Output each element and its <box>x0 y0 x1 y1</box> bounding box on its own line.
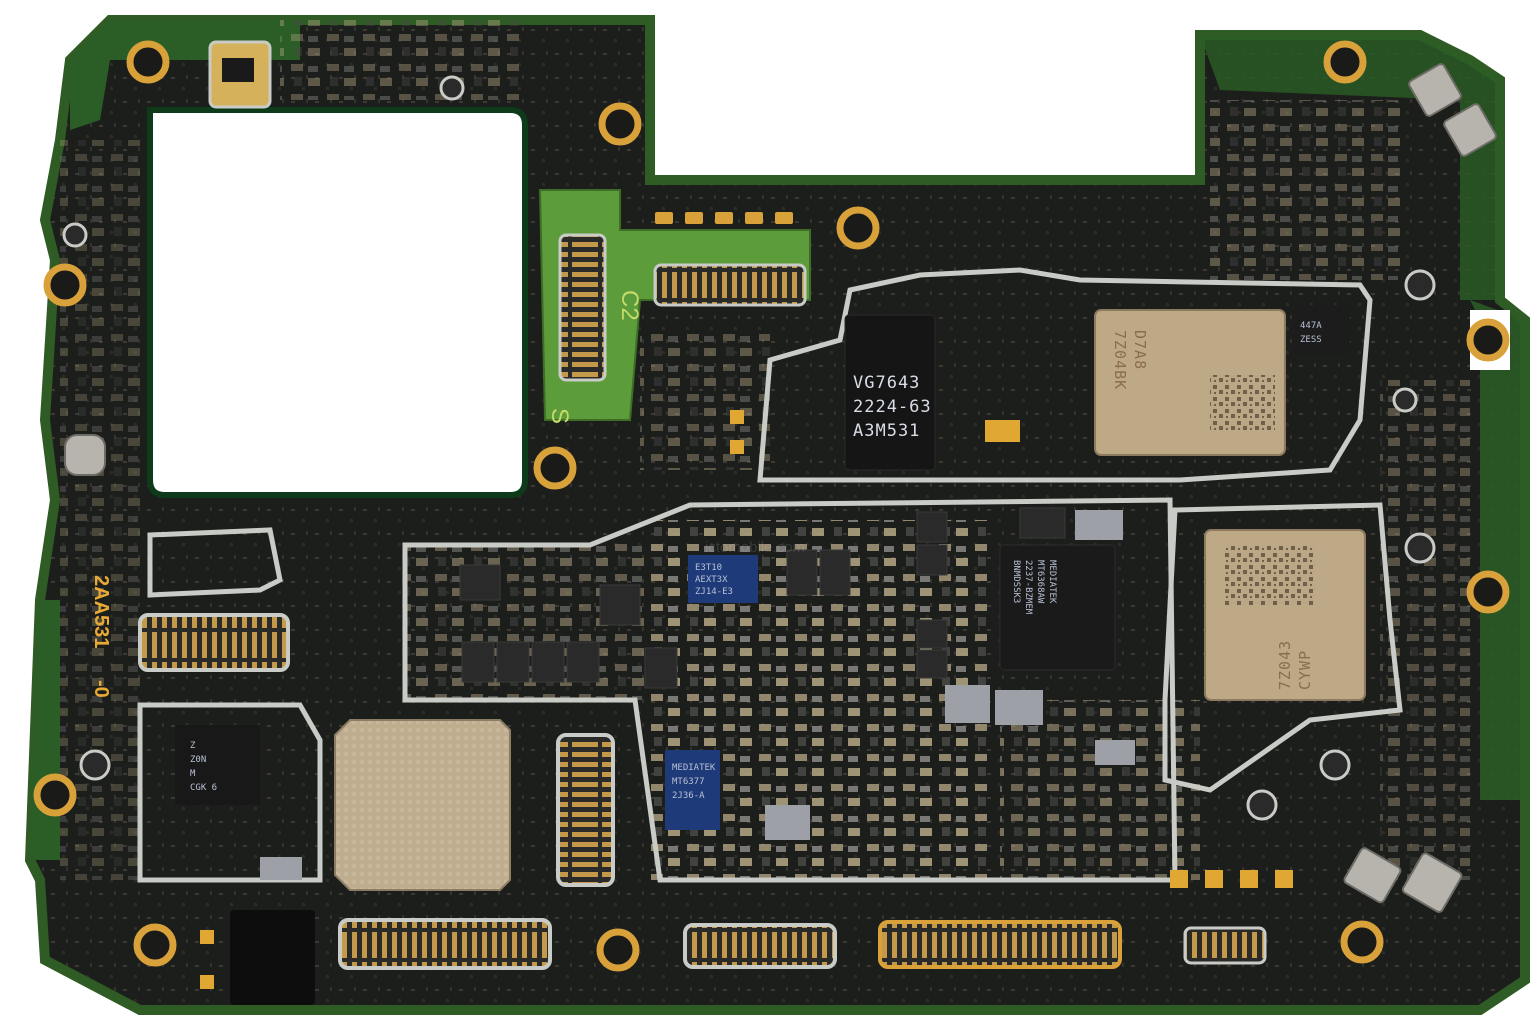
memory-chip-line-2: 2224-63 <box>853 397 932 417</box>
small-chip-right: 447A ZESS <box>1295 305 1350 355</box>
blue-center-line-2: AEXT3X <box>695 575 728 585</box>
mounting-hole <box>598 102 642 146</box>
mounting-hole <box>1323 40 1367 84</box>
soc-top-line-1: 7Z04BK <box>1111 330 1129 390</box>
gold-pad-row <box>655 212 793 224</box>
rf-connector <box>62 222 88 248</box>
board-code: 2AA531 <box>90 575 112 648</box>
soc-top-shield: 7Z04BK D7A8 <box>1094 309 1286 456</box>
mounting-hole <box>836 206 880 250</box>
shield-can-left <box>334 719 511 891</box>
rf-connector <box>1246 789 1278 821</box>
mounting-hole <box>596 928 640 972</box>
mounting-hole <box>533 446 577 490</box>
bottom-connectors <box>138 613 1267 970</box>
left-pmic-line-4: CGK 6 <box>190 783 217 793</box>
mounting-hole <box>126 40 170 84</box>
rf-connector <box>439 75 465 101</box>
board-revision: -0 <box>90 680 112 698</box>
mounting-hole <box>33 773 77 817</box>
blue-center-line-1: E3T10 <box>695 563 722 573</box>
center-vertical-connector[interactable] <box>556 733 615 887</box>
black-foam-pad <box>230 910 315 1005</box>
rf-connector <box>79 749 111 781</box>
soc-right-shield: 7Z043 CYWP <box>1204 529 1366 701</box>
mounting-hole <box>43 263 87 307</box>
mounting-hole <box>1466 318 1510 362</box>
pmic-line-3: 2237-BZMEM <box>1023 560 1033 615</box>
left-pmic-chip: Z Z0N M CGK 6 <box>175 725 260 805</box>
rf-connector <box>1392 387 1418 413</box>
bottom-connector-3[interactable] <box>878 920 1122 969</box>
rf-connectors <box>62 75 1436 821</box>
blue-center-line-3: ZJ14-E3 <box>695 587 733 597</box>
blue-lower-line-2: MT6377 <box>672 777 705 787</box>
mounting-holes <box>33 40 1510 972</box>
flex-connector-vertical[interactable] <box>558 233 607 382</box>
watermark: ictomobile.com <box>705 539 805 556</box>
mounting-hole <box>1340 920 1384 964</box>
pmic-line-1: MEDIATEK <box>1047 560 1057 604</box>
memory-chip: VG7643 2224-63 A3M531 <box>844 314 936 471</box>
blue-chip-lower: MEDIATEK MT6377 2J36-A <box>665 750 720 830</box>
mounting-hole <box>133 923 177 967</box>
rf-connector <box>1404 269 1436 301</box>
grey-blocks <box>260 510 1135 880</box>
small-chip-line-1: 447A <box>1300 321 1322 331</box>
pmic-line-2: MT6368AW <box>1035 560 1045 604</box>
left-pmic-line-2: Z0N <box>190 755 206 765</box>
soc-right-line-1: 7Z043 <box>1276 640 1294 690</box>
soc-right-line-2: CYWP <box>1296 650 1314 690</box>
memory-chip-line-3: A3M531 <box>853 421 920 441</box>
pmic-line-4: BNMDSSK3 <box>1011 560 1021 603</box>
camera-module <box>208 40 272 109</box>
gold-test-pads <box>200 410 1293 989</box>
blue-lower-line-3: 2J36-A <box>672 791 705 801</box>
flex-label-s: S <box>546 408 573 424</box>
left-side-connector[interactable] <box>138 613 290 672</box>
bottom-connector-4[interactable] <box>1183 926 1267 965</box>
soc-top-line-2: D7A8 <box>1131 330 1149 370</box>
flex-connector-area: C2 S <box>538 189 811 424</box>
blue-lower-line-1: MEDIATEK <box>672 763 716 773</box>
bottom-connector-2[interactable] <box>683 923 837 969</box>
memory-chip-line-1: VG7643 <box>853 373 920 393</box>
blue-chip-center: E3T10 AEXT3X ZJ14-E3 <box>688 555 758 603</box>
small-chip-line-2: ZESS <box>1300 335 1322 345</box>
rf-connector <box>1319 749 1351 781</box>
bottom-connector-1[interactable] <box>338 918 552 970</box>
pmic-chip: MEDIATEK MT6368AW 2237-BZMEM BNMDSSK3 <box>999 544 1116 671</box>
flex-label-c: C2 <box>616 290 643 321</box>
left-pmic-line-1: Z <box>190 741 196 751</box>
metal-spring-contacts <box>64 63 1497 913</box>
inductor-row <box>459 507 1066 689</box>
left-pmic-line-3: M <box>190 769 196 779</box>
battery-cutout <box>147 107 528 498</box>
mounting-hole <box>1466 570 1510 614</box>
flex-connector-horizontal[interactable] <box>653 263 807 307</box>
rf-connector <box>1404 532 1436 564</box>
